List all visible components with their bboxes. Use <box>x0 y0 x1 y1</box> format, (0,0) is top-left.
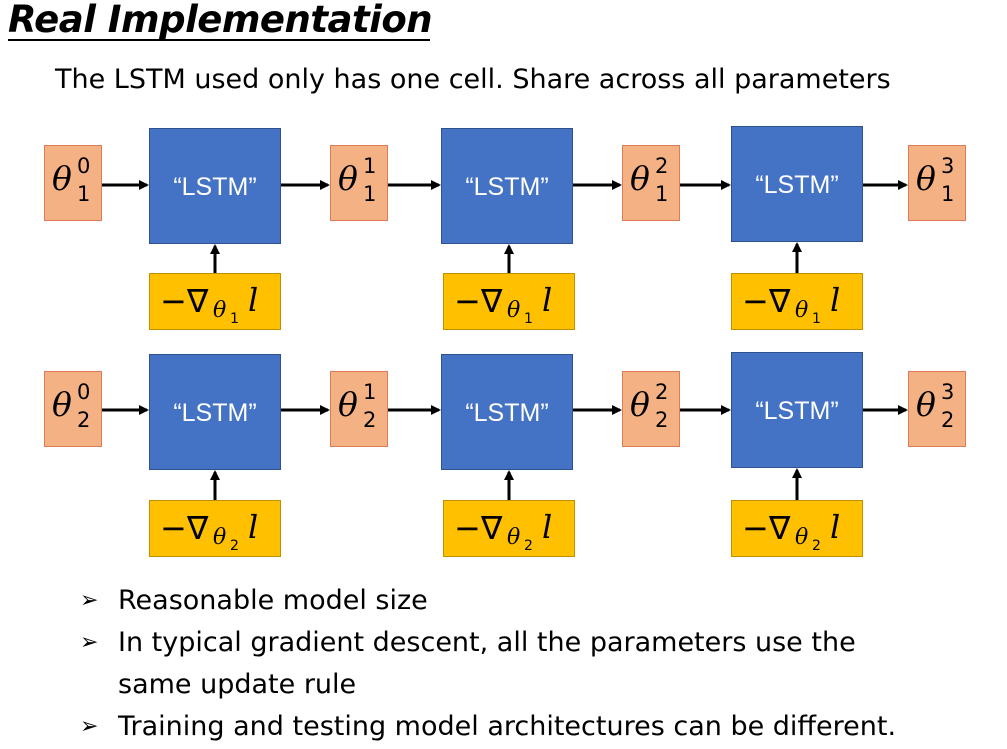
gradient-theta-index: 2 <box>812 538 821 554</box>
bullet-text: same update rule <box>118 669 357 700</box>
bullet-item: ➢ In typical gradient descent, all the p… <box>80 622 896 664</box>
theta-subscript: 2 <box>941 408 955 432</box>
gradient-theta-index: 1 <box>230 311 239 327</box>
theta-superscript: 0 <box>77 380 91 404</box>
gradient-theta: θ <box>213 298 227 323</box>
lstm-cell-r2-c2: “LSTM” <box>441 354 573 470</box>
minus-sign: − <box>454 509 481 547</box>
theta-symbol: θ <box>52 159 72 198</box>
theta-subscript: 1 <box>655 182 669 206</box>
lstm-cell-r2-c1: “LSTM” <box>149 354 281 470</box>
loss-symbol: l <box>248 508 259 546</box>
bullet-continuation: same update rule <box>80 664 896 706</box>
gradient-theta-index: 1 <box>524 311 533 327</box>
theta-symbol: θ <box>52 385 72 424</box>
loss-symbol: l <box>542 281 553 319</box>
theta-superscript: 2 <box>655 380 669 404</box>
nabla-symbol: ∇ <box>187 509 209 547</box>
nabla-symbol: ∇ <box>481 509 503 547</box>
theta-superscript: 2 <box>655 154 669 178</box>
theta-symbol: θ <box>630 159 650 198</box>
theta-subscript: 1 <box>941 182 955 206</box>
theta-superscript: 3 <box>941 380 955 404</box>
theta-superscript: 3 <box>941 154 955 178</box>
arrow-bullet-icon: ➢ <box>80 630 99 655</box>
gradient-theta: θ <box>795 298 809 323</box>
nabla-symbol: ∇ <box>187 282 209 320</box>
lstm-cell-r1-c1: “LSTM” <box>149 128 281 244</box>
theta-superscript: 1 <box>363 154 377 178</box>
loss-symbol: l <box>542 508 553 546</box>
theta-symbol: θ <box>630 385 650 424</box>
theta-subscript: 1 <box>363 182 377 206</box>
lstm-cell-r1-c3: “LSTM” <box>731 126 863 242</box>
bullet-text: Reasonable model size <box>118 585 428 616</box>
theta-symbol: θ <box>338 385 358 424</box>
nabla-symbol: ∇ <box>769 282 791 320</box>
lstm-cell-r1-c2: “LSTM” <box>441 128 573 244</box>
bullet-list: ➢ Reasonable model size ➢ In typical gra… <box>80 580 896 748</box>
nabla-symbol: ∇ <box>481 282 503 320</box>
minus-sign: − <box>742 282 769 320</box>
minus-sign: − <box>454 282 481 320</box>
theta-symbol: θ <box>916 159 936 198</box>
title-underline <box>8 39 430 41</box>
arrow-bullet-icon: ➢ <box>80 714 99 739</box>
minus-sign: − <box>742 509 769 547</box>
theta-superscript: 1 <box>363 380 377 404</box>
theta-subscript: 2 <box>363 408 377 432</box>
theta-subscript: 2 <box>77 408 91 432</box>
loss-symbol: l <box>830 281 841 319</box>
loss-symbol: l <box>248 281 259 319</box>
gradient-theta: θ <box>213 525 227 550</box>
nabla-symbol: ∇ <box>769 509 791 547</box>
slide-subtitle: The LSTM used only has one cell. Share a… <box>55 64 891 95</box>
bullet-item: ➢ Training and testing model architectur… <box>80 706 896 748</box>
bullet-text: Training and testing model architectures… <box>118 711 897 742</box>
minus-sign: − <box>160 509 187 547</box>
gradient-theta: θ <box>795 525 809 550</box>
slide-title: Real Implementation <box>8 0 433 41</box>
lstm-cell-r2-c3: “LSTM” <box>731 352 863 468</box>
gradient-theta: θ <box>507 525 521 550</box>
arrow-bullet-icon: ➢ <box>80 588 99 613</box>
gradient-theta-index: 1 <box>812 311 821 327</box>
theta-symbol: θ <box>338 159 358 198</box>
gradient-theta: θ <box>507 298 521 323</box>
bullet-text: In typical gradient descent, all the par… <box>118 627 856 658</box>
loss-symbol: l <box>830 508 841 546</box>
theta-superscript: 0 <box>77 154 91 178</box>
theta-symbol: θ <box>916 385 936 424</box>
theta-subscript: 2 <box>655 408 669 432</box>
theta-subscript: 1 <box>77 182 91 206</box>
gradient-theta-index: 2 <box>230 538 239 554</box>
minus-sign: − <box>160 282 187 320</box>
bullet-item: ➢ Reasonable model size <box>80 580 896 622</box>
gradient-theta-index: 2 <box>524 538 533 554</box>
